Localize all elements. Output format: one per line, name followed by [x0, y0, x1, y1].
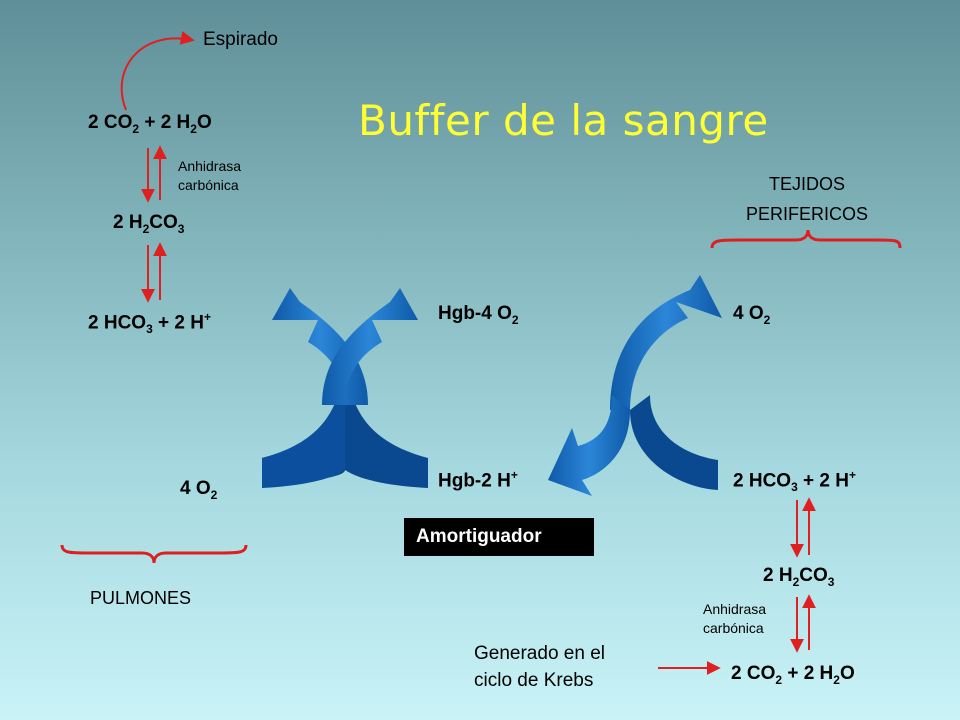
left-hco3-h: 2 HCO3 + 2 H+ [88, 310, 212, 337]
curved-arrow-icon [262, 340, 345, 488]
right-o2: 4 O2 [733, 303, 771, 327]
left-equilibrium-arrows [141, 145, 167, 303]
right-h2co3: 2 H2CO3 [763, 565, 835, 589]
page-title: Buffer de la sangre [358, 96, 769, 145]
pulmones-label: PULMONES [90, 588, 192, 608]
exhale-arrow-icon [120, 31, 195, 111]
hgb-h: Hgb-2 H+ [438, 468, 518, 492]
brace-icon [710, 229, 902, 249]
curved-arrow-icon [630, 395, 718, 490]
right-curved-arrows [548, 275, 722, 496]
tejidos-label: TEJIDOS PERIFERICOS [745, 174, 869, 224]
brace-icon [60, 544, 248, 564]
curved-arrow-icon [345, 340, 428, 488]
espirado-label: Espirado [203, 29, 278, 50]
krebs-label: Generado en el ciclo de Krebs [474, 643, 605, 691]
left-curved-arrows [262, 288, 428, 488]
hgb-o2: Hgb-4 O2 [438, 303, 519, 327]
right-co2-h2o: 2 CO2 + 2 H2O [731, 663, 855, 687]
amortiguador-box: Amortiguador [404, 518, 594, 556]
left-co2-h2o: 2 CO2 + 2 H2O [88, 112, 212, 136]
left-h2co3: 2 H2CO3 [113, 212, 185, 236]
left-o2: 4 O2 [180, 478, 218, 502]
curved-arrow-icon [610, 275, 722, 410]
curved-arrow-icon [322, 288, 418, 405]
right-equilibrium-arrows [790, 497, 816, 653]
curved-arrow-icon [548, 395, 630, 496]
right-hco3-h: 2 HCO3 + 2 H+ [733, 468, 857, 495]
right-enzyme-label: Anhidrasa carbónica [703, 601, 767, 636]
left-enzyme-label: Anhidrasa carbónica [178, 158, 242, 193]
